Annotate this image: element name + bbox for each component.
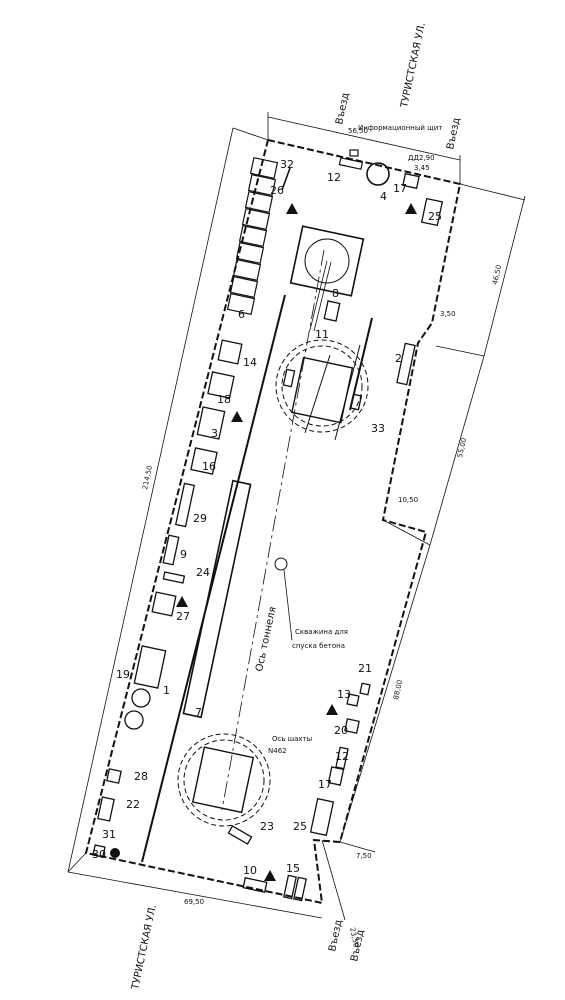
svg-text:12: 12 bbox=[335, 750, 349, 763]
svg-text:33: 33 bbox=[371, 422, 385, 435]
dim-left-length: 214,50 bbox=[141, 465, 154, 491]
dim-top-width: 56,50 bbox=[348, 127, 368, 135]
svg-text:16: 16 bbox=[202, 460, 216, 473]
buildings-left-side bbox=[92, 339, 243, 858]
svg-text:23: 23 bbox=[260, 820, 274, 833]
svg-text:25: 25 bbox=[293, 820, 307, 833]
street-label-top: ТУРИСТСКАЯ УЛ. bbox=[399, 22, 428, 110]
object-12-top bbox=[338, 157, 364, 170]
svg-text:26: 26 bbox=[270, 184, 284, 197]
top-square-structure bbox=[289, 225, 365, 332]
svg-text:20: 20 bbox=[334, 724, 348, 737]
svg-text:24: 24 bbox=[196, 566, 210, 579]
svg-text:30: 30 bbox=[92, 848, 106, 861]
svg-text:7: 7 bbox=[195, 706, 202, 719]
svg-text:12: 12 bbox=[327, 171, 341, 184]
shaft-bottom bbox=[177, 733, 271, 827]
dim-right-step: 10,50 bbox=[398, 496, 418, 504]
svg-text:14: 14 bbox=[243, 356, 257, 369]
svg-text:19: 19 bbox=[116, 668, 130, 681]
dim-right-notch: 3,50 bbox=[440, 310, 456, 318]
info-board-label: Информационный щит bbox=[358, 124, 442, 132]
dim-bottom-width: 69,50 bbox=[184, 898, 204, 906]
svg-text:2: 2 bbox=[395, 352, 402, 365]
street-label-bottom: ТУРИСТСКАЯ УЛ. bbox=[130, 904, 159, 992]
borehole-label-line1: Скважина для bbox=[295, 628, 348, 636]
dim-right-lower: 88,00 bbox=[392, 679, 404, 700]
structure-7 bbox=[182, 479, 252, 719]
svg-text:11: 11 bbox=[315, 328, 329, 341]
dim-right-mid: 55,00 bbox=[456, 437, 468, 458]
svg-text:17: 17 bbox=[393, 182, 407, 195]
tunnel-axis-label: Ось тоннеля bbox=[254, 606, 278, 673]
svg-text:25: 25 bbox=[428, 210, 442, 223]
svg-text:10: 10 bbox=[243, 864, 257, 877]
svg-text:22: 22 bbox=[126, 798, 140, 811]
svg-text:6: 6 bbox=[238, 308, 245, 321]
entry-label-top-left: Въезд bbox=[334, 92, 351, 126]
svg-text:8: 8 bbox=[332, 287, 339, 300]
shaft-number-label: N462 bbox=[268, 747, 287, 755]
svg-text:3: 3 bbox=[211, 427, 218, 440]
svg-text:4: 4 bbox=[380, 190, 387, 203]
dim-right-bottom: 7,50 bbox=[356, 852, 372, 860]
building-stack-left bbox=[226, 156, 279, 316]
svg-text:27: 27 bbox=[176, 610, 190, 623]
svg-text:17: 17 bbox=[318, 778, 332, 791]
svg-text:9: 9 bbox=[180, 548, 187, 561]
buildings-right-side bbox=[227, 172, 444, 902]
svg-text:31: 31 bbox=[102, 828, 116, 841]
shaft-axis-label: Ось шахты bbox=[272, 735, 312, 743]
svg-text:29: 29 bbox=[193, 512, 207, 525]
site-boundary bbox=[84, 139, 462, 905]
dd-marker-label: ДД2,90 bbox=[408, 154, 435, 162]
svg-text:32: 32 bbox=[280, 158, 294, 171]
object-4 bbox=[366, 162, 390, 186]
object-5-top bbox=[349, 149, 359, 157]
dimension-lines bbox=[67, 112, 526, 921]
shaft-top bbox=[275, 339, 369, 433]
marker-30-symbol bbox=[110, 848, 120, 858]
svg-text:21: 21 bbox=[358, 662, 372, 675]
dim-bottom-entry: 23,50 bbox=[348, 927, 360, 948]
marker-labels: 32 26 6 14 18 3 16 29 9 24 27 19 1 28 22… bbox=[92, 158, 442, 877]
svg-text:28: 28 bbox=[134, 770, 148, 783]
dd-sub-label: 3,45 bbox=[414, 164, 430, 172]
entry-label-bottom-left: Въезд bbox=[327, 919, 344, 953]
svg-text:1: 1 bbox=[163, 684, 170, 697]
svg-text:18: 18 bbox=[217, 393, 231, 406]
entry-label-top-right: Въезд bbox=[445, 117, 462, 151]
svg-text:13: 13 bbox=[337, 688, 351, 701]
dim-right-upper: 46,50 bbox=[491, 264, 503, 285]
warning-icons bbox=[176, 203, 417, 881]
tanks-19 bbox=[124, 688, 151, 730]
borehole-label-line2: спуска бетона bbox=[292, 642, 345, 650]
borehole bbox=[274, 557, 293, 641]
svg-text:15: 15 bbox=[286, 862, 300, 875]
